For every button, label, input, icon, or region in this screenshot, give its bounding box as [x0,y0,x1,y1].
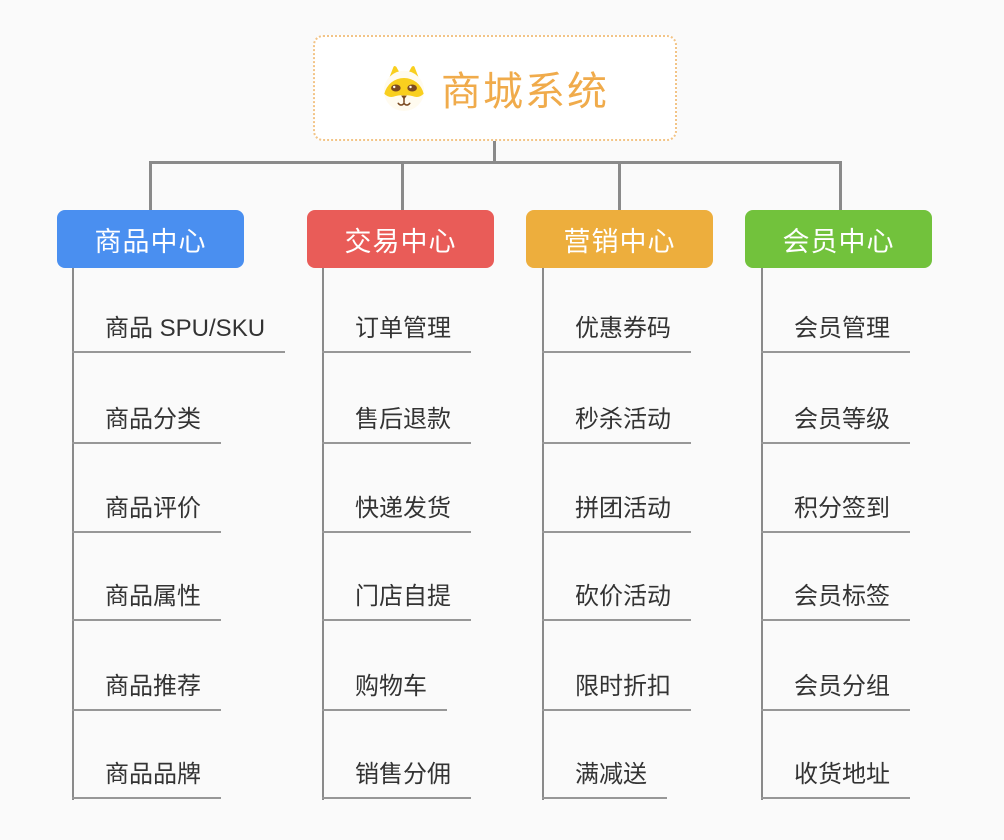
topic-item[interactable]: 会员标签 [761,581,910,621]
branch-column-product: 商品 SPU/SKU 商品分类 商品评价 商品属性 商品推荐 商品品牌 [72,268,322,800]
topic-item[interactable]: 商品属性 [72,581,221,621]
topic-item[interactable]: 订单管理 [322,313,471,353]
topic-item[interactable]: 满减送 [542,759,667,799]
topic-item[interactable]: 商品 SPU/SKU [72,313,286,353]
connector-drop-member [839,161,842,210]
topic-item[interactable]: 商品评价 [72,493,221,533]
topic-item[interactable]: 门店自提 [322,581,471,621]
topic-item[interactable]: 快递发货 [322,493,471,533]
branch-label: 会员中心 [782,226,895,257]
root-title: 商城系统 [441,70,609,114]
topic-item[interactable]: 拼团活动 [542,493,691,533]
branch-node-product[interactable]: 商品中心 [57,210,244,268]
branch-column-marketing: 优惠券码 秒杀活动 拼团活动 砍价活动 限时折扣 满减送 [542,268,792,800]
branch-connector-bus [149,161,842,164]
root-node[interactable]: 商城系统 [313,35,677,141]
topic-item[interactable]: 购物车 [322,671,447,711]
topic-item[interactable]: 积分签到 [761,493,910,533]
topic-item[interactable]: 会员等级 [761,404,910,444]
topic-item[interactable]: 销售分佣 [322,759,471,799]
root-connector-stem [493,139,496,164]
branch-column-trade: 订单管理 售后退款 快递发货 门店自提 购物车 销售分佣 [322,268,572,800]
topic-item[interactable]: 优惠券码 [542,313,691,353]
connector-drop-marketing [618,161,621,210]
topic-item[interactable]: 收货地址 [761,759,910,799]
branch-node-trade[interactable]: 交易中心 [307,210,494,268]
connector-drop-product [149,161,152,210]
shiba-dog-face-icon [383,65,425,111]
topic-item[interactable]: 会员分组 [761,671,910,711]
topic-item[interactable]: 秒杀活动 [542,404,691,444]
branch-column-member: 会员管理 会员等级 积分签到 会员标签 会员分组 收货地址 [761,268,1004,800]
topic-item[interactable]: 会员管理 [761,313,910,353]
topic-item[interactable]: 商品分类 [72,404,221,444]
branch-label: 交易中心 [344,226,457,257]
topic-item[interactable]: 商品品牌 [72,759,221,799]
topic-item[interactable]: 限时折扣 [542,671,691,711]
branch-label: 营销中心 [563,226,676,257]
branch-label: 商品中心 [94,226,207,257]
topic-item[interactable]: 砍价活动 [542,581,691,621]
connector-drop-trade [401,161,404,210]
branch-node-marketing[interactable]: 营销中心 [526,210,713,268]
topic-item[interactable]: 商品推荐 [72,671,221,711]
topic-item[interactable]: 售后退款 [322,404,471,444]
branch-node-member[interactable]: 会员中心 [745,210,932,268]
